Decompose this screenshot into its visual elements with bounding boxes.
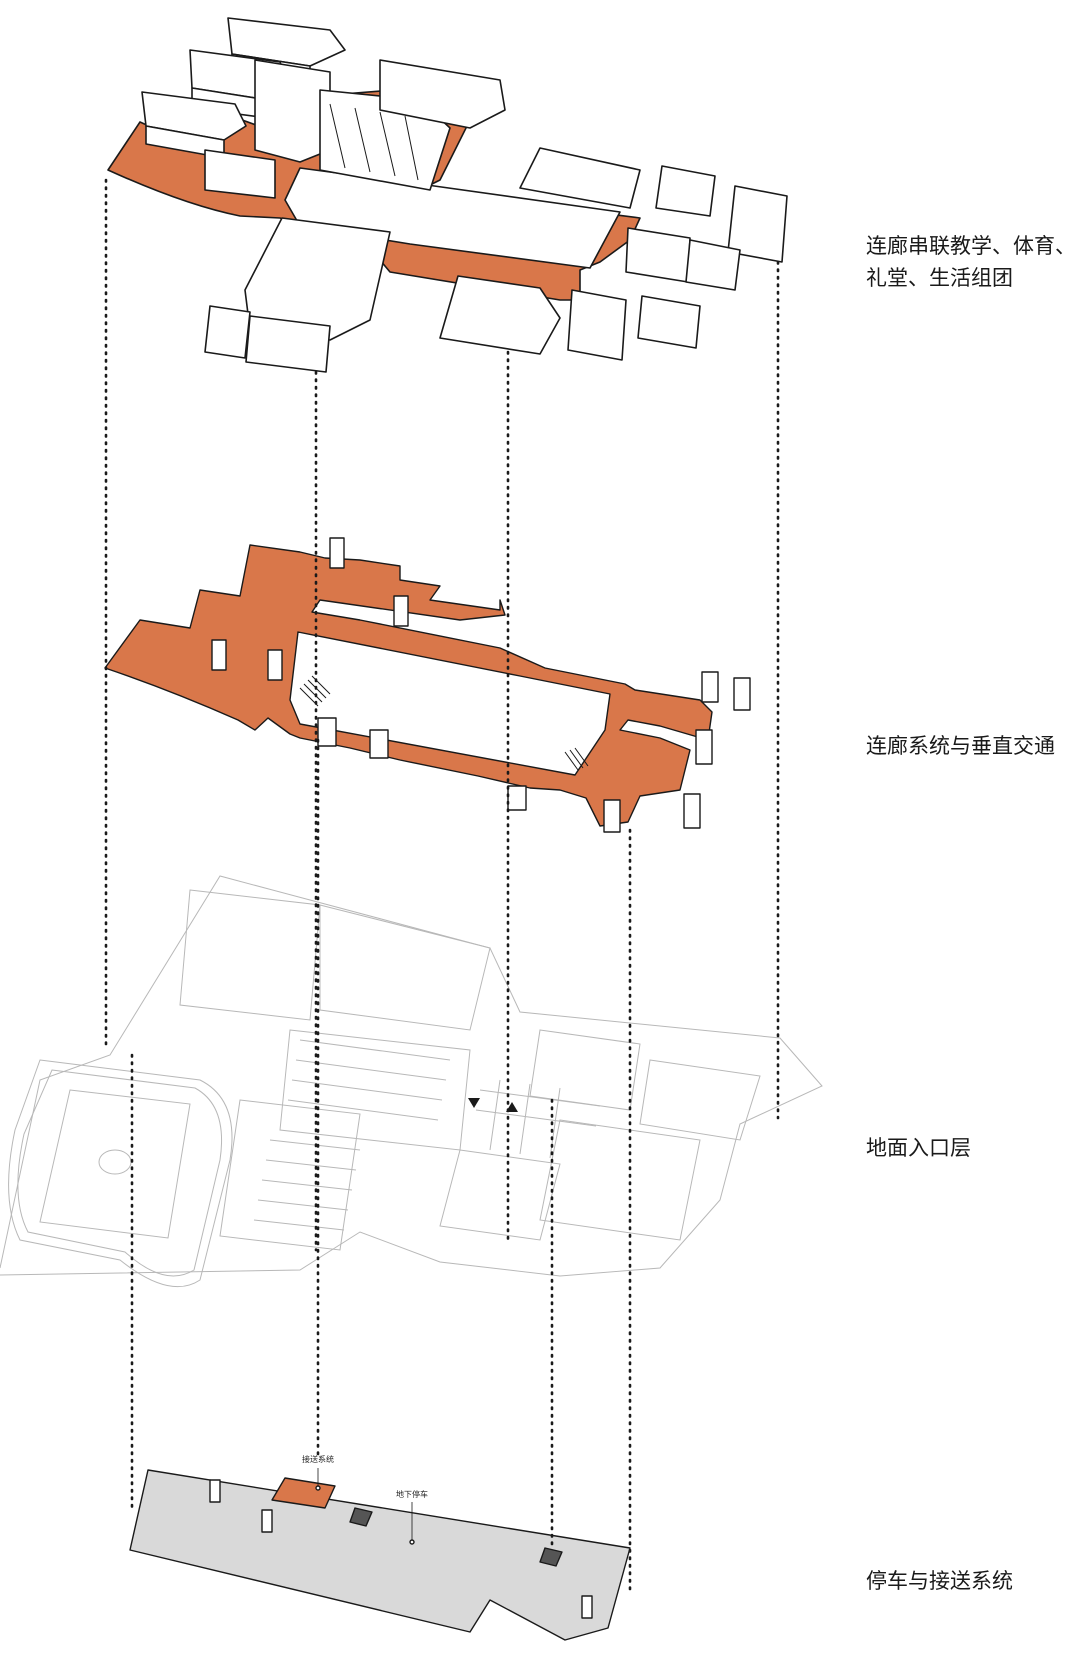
vertical-core xyxy=(209,1479,221,1503)
stair-mark xyxy=(299,675,331,707)
entrance-marker xyxy=(468,1098,480,1108)
vertical-core xyxy=(211,639,227,671)
building-block xyxy=(439,275,561,355)
building-footprint xyxy=(439,1149,561,1241)
building-block xyxy=(685,239,741,291)
label-building-line2: 礼堂、生活组团 xyxy=(866,266,1013,290)
corridor-void xyxy=(289,631,611,776)
stair-mark xyxy=(564,747,589,771)
building-footprint xyxy=(219,1099,361,1251)
building-layer xyxy=(107,17,788,373)
building-footprint xyxy=(639,1059,761,1141)
building-block xyxy=(244,217,391,341)
parking-layer: 接送系统 地下停车 xyxy=(129,1454,631,1641)
building-block xyxy=(625,227,691,283)
dropoff-annotation: 接送系统 xyxy=(302,1454,334,1464)
vertical-core xyxy=(733,677,751,711)
ground-layer xyxy=(0,875,823,1288)
building-block xyxy=(141,91,247,141)
vertical-core xyxy=(329,537,345,569)
vertical-core xyxy=(695,729,713,765)
building-block xyxy=(637,295,701,349)
building-footprint xyxy=(319,904,491,1031)
site-boundary xyxy=(0,875,823,1277)
building-footprint xyxy=(539,1119,701,1241)
building-block xyxy=(379,59,506,129)
hall-facade xyxy=(329,103,419,181)
underground-annotation: 地下停车 xyxy=(396,1489,428,1499)
annotation-dot xyxy=(315,1485,321,1491)
label-ground-layer: 地面入口层 xyxy=(866,1136,971,1160)
label-parking-layer: 停车与接送系统 xyxy=(866,1569,1013,1593)
vertical-core xyxy=(507,785,527,811)
building-block xyxy=(227,17,346,67)
alignment-lines xyxy=(104,178,780,1592)
building-footprint xyxy=(179,889,321,1021)
vertical-core xyxy=(581,1595,593,1619)
building-block xyxy=(204,149,276,199)
plan-grid xyxy=(253,1039,451,1231)
field-circle xyxy=(98,1149,132,1175)
building-block xyxy=(567,289,627,361)
ramp xyxy=(349,1507,373,1527)
vertical-core xyxy=(603,799,621,833)
running-track xyxy=(8,1059,233,1288)
vertical-core xyxy=(701,671,719,703)
vertical-core xyxy=(393,595,409,627)
ramp xyxy=(539,1547,563,1567)
plan-grid xyxy=(475,1079,601,1159)
building-block xyxy=(245,315,331,373)
building-block xyxy=(204,305,251,359)
corridor-layer xyxy=(104,537,751,833)
building-block xyxy=(254,59,331,163)
vertical-core xyxy=(683,793,701,829)
building-block xyxy=(655,165,716,217)
label-building-line1: 连廊串联教学、体育、 xyxy=(866,234,1076,258)
building-footprint xyxy=(529,1029,641,1111)
parking-slab xyxy=(129,1469,631,1641)
running-track xyxy=(17,1069,223,1277)
building-block xyxy=(519,147,641,209)
label-corridor-layer: 连廊系统与垂直交通 xyxy=(866,734,1055,758)
building-block xyxy=(727,185,788,263)
annotation-dot xyxy=(409,1539,415,1545)
label-building-layer: 连廊串联教学、体育、 礼堂、生活组团 xyxy=(866,230,1076,294)
vertical-core xyxy=(267,649,283,681)
football-field xyxy=(39,1089,191,1239)
vertical-core xyxy=(261,1509,273,1533)
building-footprint xyxy=(279,1029,471,1151)
vertical-core xyxy=(369,729,389,759)
vertical-core xyxy=(317,717,337,747)
courtyard-void xyxy=(284,167,621,269)
